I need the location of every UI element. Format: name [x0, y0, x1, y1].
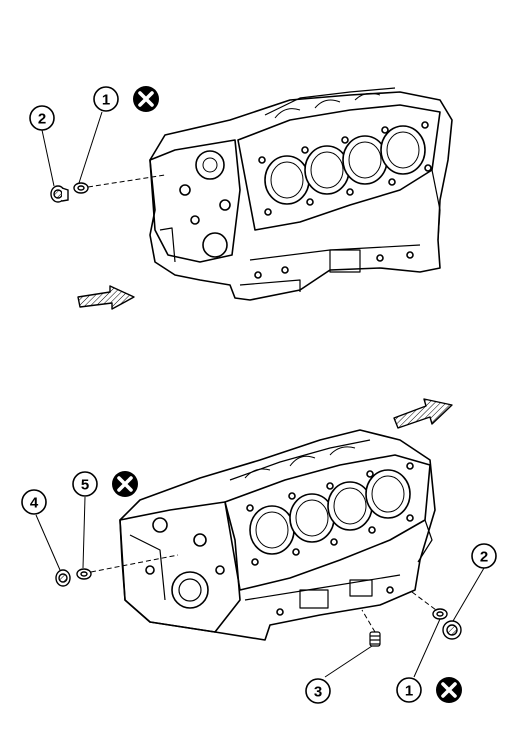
callout-number: 1: [102, 92, 110, 109]
washer-top: [73, 182, 89, 194]
callout-bot-4: 4: [21, 489, 47, 515]
callout-circle: [72, 471, 98, 497]
callout-number: 1: [405, 683, 413, 700]
callout-circle: [93, 86, 119, 112]
callout-group: 2 1 4 5 2 3 1: [21, 86, 497, 704]
washer-bottom-right: [432, 608, 448, 620]
drain-plug-bottom-left: [55, 569, 71, 587]
callout-number: 5: [81, 477, 89, 494]
do-not-reuse-icon: [112, 471, 138, 497]
do-not-reuse-icon: [133, 86, 159, 112]
callout-bot-3: 3: [305, 678, 331, 704]
leader-dash-bottom-right: [411, 591, 437, 611]
threaded-plug: [369, 631, 381, 647]
callout-circle: [21, 489, 47, 515]
leader-dash-bottom-left: [90, 554, 179, 573]
callout-number: 4: [30, 495, 39, 512]
leader-dash-top: [87, 174, 166, 188]
engine-block-bottom-view: [119, 429, 436, 641]
callout-circle: [396, 677, 422, 703]
callout-top-2: 2: [29, 105, 55, 131]
callout-bot-5: 5: [72, 471, 138, 497]
engine-block-top-view: [149, 87, 453, 301]
washer-bottom-left: [76, 568, 92, 580]
front-arrow-bottom: [393, 398, 453, 429]
callout-bot-2: 2: [471, 543, 497, 569]
drain-plug-bottom-right: [442, 620, 462, 640]
callout-number: 3: [314, 684, 322, 701]
drain-plug-top: [50, 185, 69, 203]
callout-top-1: 1: [93, 86, 159, 112]
callout-number: 2: [38, 111, 46, 128]
do-not-reuse-icon: [436, 677, 462, 703]
callout-circle: [471, 543, 497, 569]
leader-dash-bottom-mid: [361, 609, 376, 633]
callout-number: 2: [480, 549, 488, 566]
callout-bot-1: 1: [396, 677, 462, 703]
front-arrow-top: [77, 285, 135, 310]
callout-circle: [29, 105, 55, 131]
callout-circle: [305, 678, 331, 704]
